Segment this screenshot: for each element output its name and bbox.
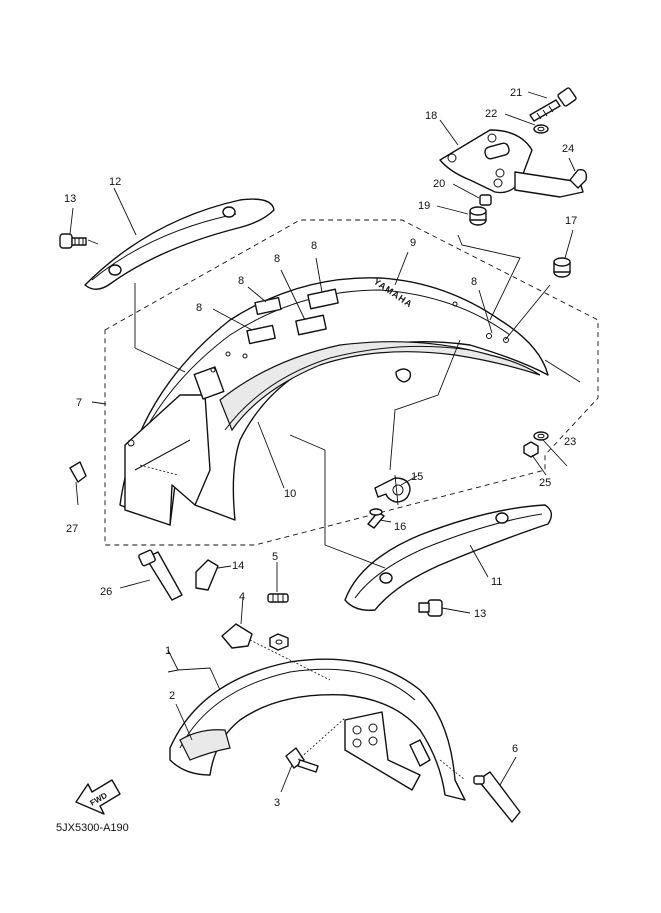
callout-14: 14 bbox=[232, 560, 244, 572]
part-3-bolt[interactable] bbox=[285, 747, 319, 773]
part-21-bolt[interactable] bbox=[529, 87, 577, 122]
callout-8-center: 8 bbox=[274, 253, 280, 265]
callout-2: 2 bbox=[169, 690, 175, 702]
part-24-cap-nut[interactable] bbox=[569, 169, 588, 189]
callout-19: 19 bbox=[418, 200, 430, 212]
part-15-clamp[interactable] bbox=[374, 477, 411, 503]
callout-6: 6 bbox=[512, 743, 518, 755]
callout-20: 20 bbox=[433, 178, 445, 190]
part-9-rear-fender[interactable]: YAMAHA bbox=[119, 276, 549, 526]
part-19-grommet[interactable] bbox=[469, 206, 487, 226]
callout-18: 18 bbox=[425, 110, 437, 122]
part-5-screw[interactable] bbox=[267, 593, 289, 603]
part-22-washer[interactable] bbox=[533, 124, 549, 134]
part-1-front-fender[interactable] bbox=[169, 658, 466, 801]
callout-8-left: 8 bbox=[196, 302, 202, 314]
part-18-bracket[interactable] bbox=[439, 129, 584, 198]
callout-8-right: 8 bbox=[471, 276, 477, 288]
part-14-pad[interactable] bbox=[195, 559, 219, 591]
part-27-clip[interactable] bbox=[69, 461, 87, 483]
part-8-labels bbox=[246, 288, 339, 345]
part-13-bolt-lower[interactable] bbox=[418, 599, 443, 617]
callout-4: 4 bbox=[239, 591, 245, 603]
part-16-screw[interactable] bbox=[367, 508, 385, 529]
callout-23: 23 bbox=[564, 436, 576, 448]
callout-21: 21 bbox=[510, 87, 522, 99]
callout-13-upper: 13 bbox=[64, 193, 76, 205]
part-13-bolt-upper[interactable] bbox=[59, 233, 87, 249]
callout-25: 25 bbox=[539, 477, 551, 489]
callout-15: 15 bbox=[411, 471, 423, 483]
callout-7: 7 bbox=[76, 397, 82, 409]
callout-22: 22 bbox=[485, 108, 497, 120]
part-26-strap[interactable] bbox=[138, 549, 183, 601]
guide-lines bbox=[139, 234, 581, 781]
callout-13-lower: 13 bbox=[474, 608, 486, 620]
callout-9: 9 bbox=[410, 237, 416, 249]
callout-10: 10 bbox=[284, 488, 296, 500]
callout-27: 27 bbox=[66, 523, 78, 535]
callout-8-top: 8 bbox=[311, 240, 317, 252]
callout-24: 24 bbox=[562, 143, 574, 155]
callout-17: 17 bbox=[565, 215, 577, 227]
callout-16: 16 bbox=[394, 521, 406, 533]
callout-1: 1 bbox=[165, 645, 171, 657]
callout-12: 12 bbox=[109, 176, 121, 188]
callout-labels: 12 13 7 8 8 8 8 9 8 10 21 22 18 24 20 19… bbox=[64, 87, 577, 809]
rear-fender-assembly-outline bbox=[104, 219, 599, 546]
part-23-washer[interactable] bbox=[533, 431, 549, 441]
leader-lines bbox=[69, 91, 576, 793]
part-6-reflector[interactable] bbox=[473, 771, 521, 823]
diagram-code: 5JX5300-A190 bbox=[56, 822, 129, 834]
callout-3: 3 bbox=[274, 797, 280, 809]
part-17-grommet[interactable] bbox=[553, 257, 571, 278]
part-25-nut[interactable] bbox=[523, 441, 539, 458]
callout-26: 26 bbox=[100, 586, 112, 598]
forward-direction-arrow: FWD bbox=[75, 779, 121, 815]
callout-5: 5 bbox=[272, 551, 278, 563]
callout-11: 11 bbox=[491, 576, 502, 588]
callout-8-mid: 8 bbox=[238, 275, 244, 287]
part-12-side-rail[interactable] bbox=[84, 198, 275, 290]
part-4-clip-nut[interactable] bbox=[221, 623, 289, 651]
part-11-side-rail[interactable] bbox=[344, 504, 553, 611]
part-20-collar[interactable] bbox=[479, 194, 492, 206]
